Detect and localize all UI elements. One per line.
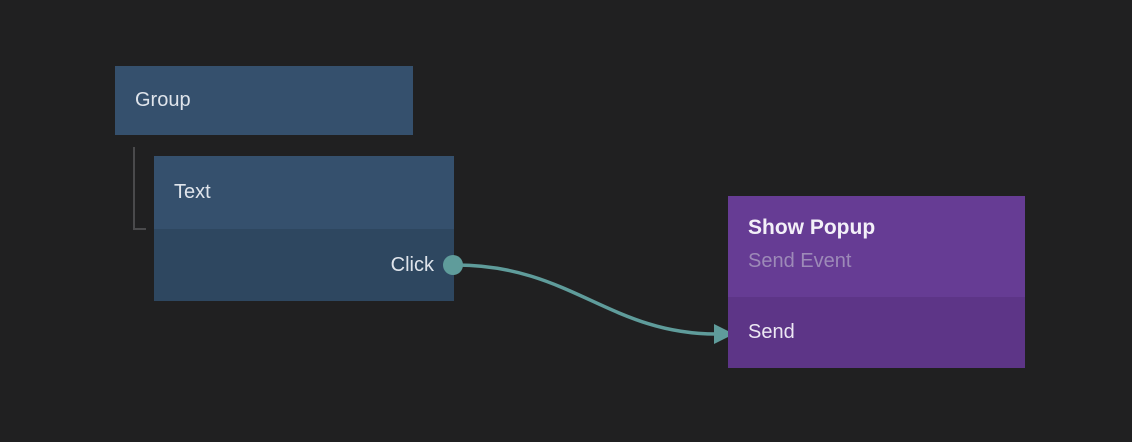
tree-connector-vertical-line <box>133 147 135 230</box>
output-port-click-label: Click <box>390 253 434 276</box>
output-port-click-dot[interactable] <box>443 255 463 275</box>
node-show-popup[interactable]: Show Popup Send Event Send <box>728 196 1025 368</box>
node-text[interactable]: Text Click <box>154 156 454 301</box>
text-node-label: Text <box>174 181 211 203</box>
input-port-send-label: Send <box>748 321 795 343</box>
text-node-port-row[interactable]: Click <box>154 229 454 301</box>
show-popup-node-header[interactable]: Show Popup Send Event <box>728 196 1025 297</box>
input-port-send-row[interactable]: Send <box>728 297 1025 368</box>
group-node-label: Group <box>135 89 191 111</box>
text-node-header[interactable]: Text <box>154 156 454 229</box>
show-popup-node-subtitle: Send Event <box>748 250 852 272</box>
show-popup-node-title: Show Popup <box>748 216 876 239</box>
connection-wire[interactable] <box>455 263 717 336</box>
node-group[interactable]: Group <box>115 66 413 135</box>
tree-connector-horizontal-line <box>133 228 146 230</box>
